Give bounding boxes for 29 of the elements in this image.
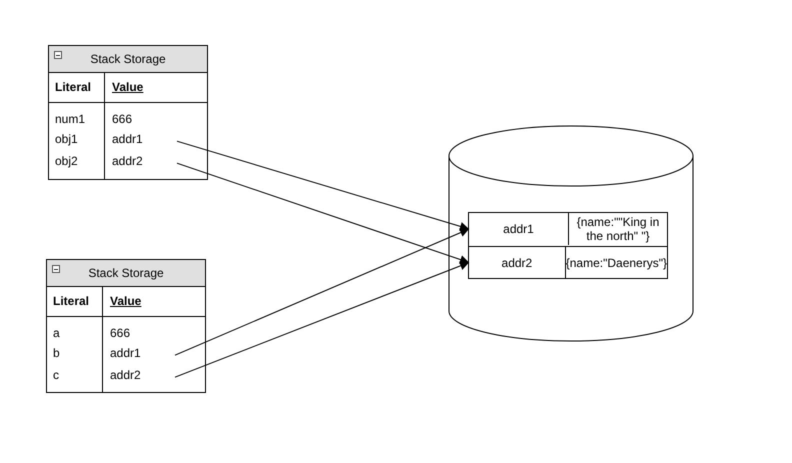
table-cell-text: addr2 — [111, 153, 144, 170]
column-header: Literal — [52, 293, 90, 310]
table-cell: {name:""King in the north" "} — [568, 213, 667, 245]
table-cell-text: addr1 — [502, 221, 535, 238]
table-title: Stack Storage — [88, 266, 164, 280]
table-title: Stack Storage — [90, 52, 166, 66]
arrow — [174, 262, 470, 378]
table-row — [469, 246, 667, 279]
table-cell-text: addr2 — [500, 255, 534, 272]
table-cell-text: b — [52, 345, 61, 362]
arrow — [174, 228, 470, 356]
column-header: Value — [111, 79, 144, 96]
arrow — [176, 140, 470, 231]
table-cell-text: obj2 — [54, 153, 79, 170]
table-cell-text: a — [52, 325, 61, 342]
column-header: Value — [109, 293, 142, 310]
table-cell-text: obj1 — [54, 131, 79, 148]
table-cell-text: addr1 — [111, 131, 144, 148]
table-card — [48, 45, 208, 180]
table-cell-text: addr2 — [109, 367, 142, 384]
table-cell-text: 666 — [111, 111, 134, 128]
arrow — [176, 162, 470, 264]
table-cell-text: num1 — [54, 111, 86, 128]
column-header: Literal — [54, 79, 92, 96]
table-cell-text: 666 — [109, 325, 132, 342]
table-cell-text: c — [52, 367, 60, 384]
table-card — [46, 259, 206, 393]
table-cell: {name:"Daenerys"} — [564, 247, 667, 279]
table-cell-text: addr1 — [109, 345, 142, 362]
